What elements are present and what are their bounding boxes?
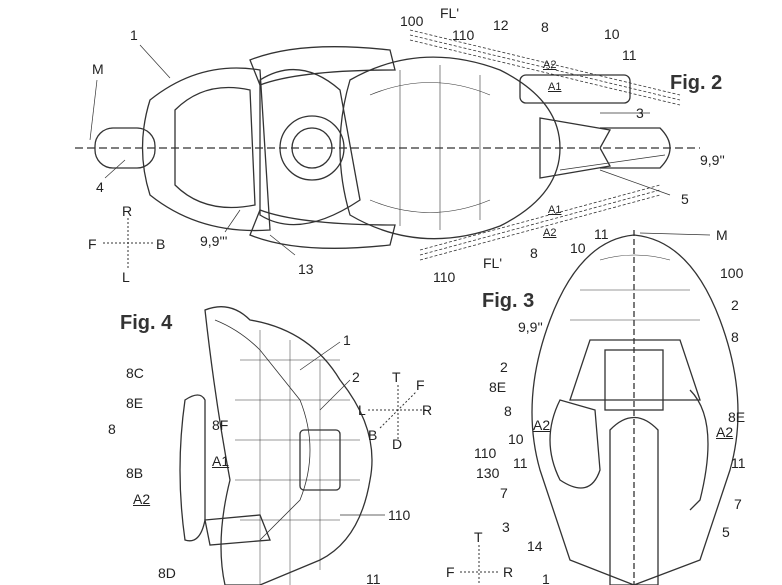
fig2-label: 110 [452,27,475,43]
fig2-axis-label: F [88,236,97,252]
fig3-axes-cross [460,545,500,585]
fig2-label: 8 [530,245,538,261]
fig2-label: 5 [681,191,689,207]
fig4-label: 1 [343,332,351,348]
fig3-label: 11 [731,455,746,471]
fig2-label: 13 [298,261,314,277]
fig3-label: 130 [476,465,500,481]
fig2-label: 10 [604,26,620,42]
fig2-axes-cross [103,218,153,268]
fig2-label: 9,9''' [200,233,228,249]
fig4-label: 8 [108,421,116,437]
fig3-label: 2 [731,297,739,313]
fig3-axis-label: T [474,529,483,545]
fig2-label: A1 [548,204,562,216]
fig2-label: 12 [493,17,509,33]
fig4-axis-label: B [368,427,378,443]
fig4-label: A2 [133,491,151,507]
fig4-label: 2 [352,369,360,385]
leader-lines [89,44,711,516]
fig2-axis-label: L [122,269,130,285]
fig3-label: A2 [716,424,734,440]
fig2-label: 3 [636,105,644,121]
fig4-axis-label: F [416,377,425,393]
fig2-label: 11 [594,226,609,242]
fig2-motorcycle-top-view [75,29,700,261]
fig3-label: 10 [508,431,524,447]
fig3-label: 8E [489,379,507,395]
fig3-label: 110 [474,445,497,461]
fig4-fairing-perspective [179,306,373,585]
fig4-label: 8F [212,417,229,433]
fig4-label: 8E [126,395,144,411]
fig2-label: A2 [543,227,557,239]
fig2-label: FL' [440,5,460,21]
fig2-axis-label: B [156,236,166,252]
fig4-label: 11 [366,571,381,585]
fig4-label: 8C [126,365,144,381]
fig3-label: 3 [502,519,510,535]
fig4-label: 8D [158,565,176,581]
fig2-label: A1 [548,81,562,93]
fig4-axis-label: L [358,402,366,418]
fig3-label: 9,9'' [518,319,543,335]
fig4-label: 8B [126,465,144,481]
fig3-label: 8E [728,409,746,425]
fig3-label: 2 [500,359,508,375]
fig4-axis-label: D [392,436,403,452]
fig3-label: 7 [734,496,742,512]
fig4-label: A1 [212,453,230,469]
fig2-label: 11 [622,47,637,63]
fig2-label: M [92,61,104,77]
fig4-title: Fig. 4 [120,312,173,334]
fig4-axis-label: T [392,369,401,385]
fig2-label: 8 [541,19,549,35]
fig3-axis-label: F [446,564,455,580]
fig3-label: 7 [500,485,508,501]
fig3-label: A2 [533,417,551,433]
fig2-label: FL' [483,255,503,271]
fig3-axis-label: R [503,564,514,580]
fig2-axis-label: R [122,203,133,219]
fig4-label: 110 [388,507,411,523]
fig2-label: 4 [96,179,104,195]
fig3-label: 5 [722,524,730,540]
fig3-label: M [716,227,728,243]
fig2-label: 9,9'' [700,152,725,168]
fig3-label: 8 [504,403,512,419]
fig3-label: 14 [527,538,543,554]
fig4-axis-label: R [422,402,433,418]
fig4-axes-cross [368,385,428,440]
fig3-label: 100 [720,265,744,281]
fig3-motorcycle-rear-view [531,230,739,585]
fig2-label: 100 [400,13,424,29]
fig2-label: 10 [570,240,586,256]
fig2-label: A2 [543,59,557,71]
fig2-title: Fig. 2 [670,72,723,94]
fig3-label: 8 [731,329,739,345]
fig3-label: 1 [542,571,550,585]
fig2-label: 1 [130,27,138,43]
fig2-label: 110 [433,269,456,285]
fig3-title: Fig. 3 [482,290,535,312]
fig3-label: 11 [513,455,528,471]
